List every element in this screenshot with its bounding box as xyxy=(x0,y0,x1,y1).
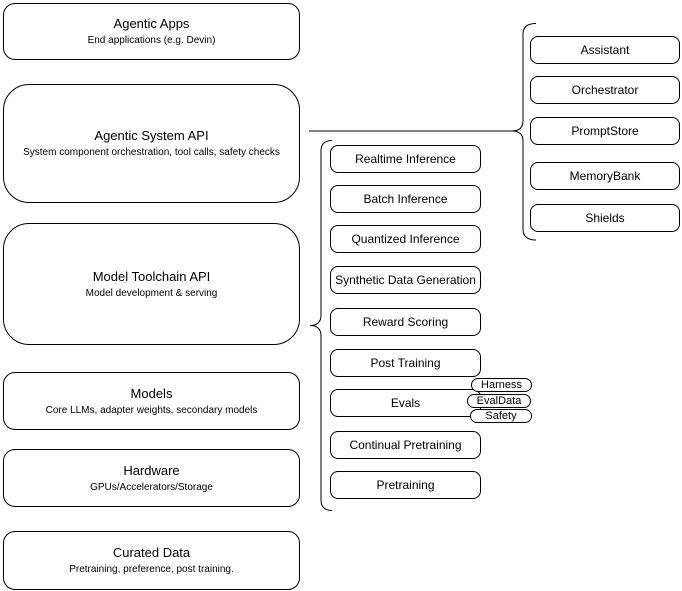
toolchain-box-realtime-inference: Realtime Inference xyxy=(330,145,481,173)
layer-title: Curated Data xyxy=(112,545,191,560)
toolchain-box-batch-inference: Batch Inference xyxy=(330,185,481,213)
layer-subtitle: Model development & serving xyxy=(85,287,218,299)
layer-box-model-toolchain-api: Model Toolchain API Model development & … xyxy=(3,223,300,345)
eval-pill-safety: Safety xyxy=(470,409,532,423)
toolchain-bracket xyxy=(309,140,333,511)
toolchain-box-evals: Evals xyxy=(330,389,481,417)
layer-box-hardware: Hardware GPUs/Accelerators/Storage xyxy=(3,449,300,507)
system-box-memorybank: MemoryBank xyxy=(530,162,680,190)
toolchain-box-pretraining: Pretraining xyxy=(330,471,481,499)
eval-pill-harness: Harness xyxy=(471,378,532,392)
toolchain-box-reward-scoring: Reward Scoring xyxy=(330,308,481,336)
toolchain-box-quantized-inference: Quantized Inference xyxy=(330,225,481,253)
layer-title: Models xyxy=(130,385,173,401)
system-box-orchestrator: Orchestrator xyxy=(530,76,680,104)
layer-subtitle: Pretraining, preference, post training. xyxy=(69,564,234,575)
layer-box-agentic-system-api: Agentic System API System component orch… xyxy=(3,84,300,203)
toolchain-box-synthetic-data-generation: Synthetic Data Generation xyxy=(330,266,481,294)
layer-subtitle: System component orchestration, tool cal… xyxy=(23,147,280,158)
layer-box-agentic-apps: Agentic Apps End applications (e.g. Devi… xyxy=(3,3,300,60)
toolchain-box-continual-pretraining: Continual Pretraining xyxy=(330,431,481,459)
layer-box-curated-data: Curated Data Pretraining, preference, po… xyxy=(3,531,300,590)
layer-title: Agentic Apps xyxy=(113,16,190,31)
layer-title: Agentic System API xyxy=(94,128,209,143)
layer-subtitle: End applications (e.g. Devin) xyxy=(87,35,216,46)
layer-subtitle: GPUs/Accelerators/Storage xyxy=(90,481,213,493)
layer-subtitle: Core LLMs, adapter weights, secondary mo… xyxy=(45,404,258,416)
toolchain-box-post-training: Post Training xyxy=(330,349,481,377)
system-box-shields: Shields xyxy=(530,204,680,232)
layer-title: Model Toolchain API xyxy=(92,268,211,284)
system-box-assistant: Assistant xyxy=(530,36,680,64)
system-box-promptstore: PromptStore xyxy=(530,117,680,145)
eval-pill-evaldata: EvalData xyxy=(467,394,531,408)
layer-box-models: Models Core LLMs, adapter weights, secon… xyxy=(3,372,300,430)
layer-title: Hardware xyxy=(123,462,180,478)
